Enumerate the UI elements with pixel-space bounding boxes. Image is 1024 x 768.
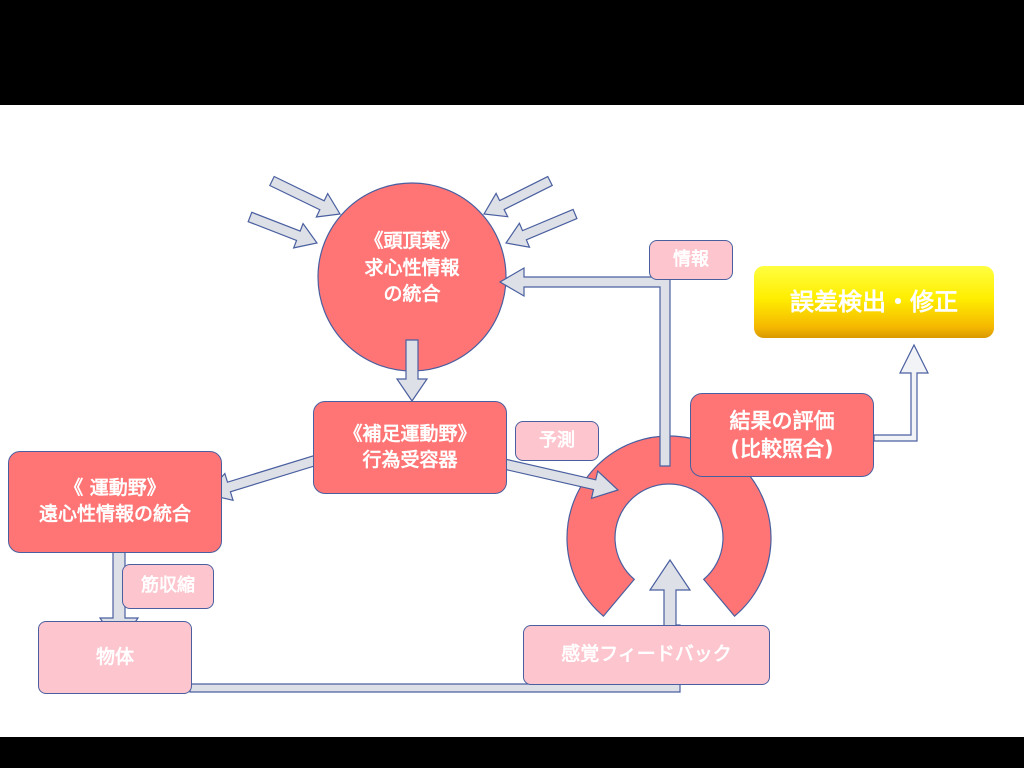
- sma-node: 《補足運動野》 行為受容器: [313, 401, 507, 494]
- sma-title: 《補足運動野》: [343, 422, 477, 445]
- sma-subtitle: 行為受容器: [362, 448, 458, 471]
- evaluation-node: 結果の評価 (比較照合): [690, 393, 874, 477]
- input-arrow-3: [483, 175, 554, 218]
- error-correction-text: 誤差検出・修正: [790, 287, 958, 316]
- motor-title: 《 運動野》: [64, 477, 166, 500]
- information-feedback-arrow: [498, 266, 671, 467]
- input-arrow-2: [247, 211, 319, 249]
- bottom-black-bar: [0, 737, 1024, 768]
- input-arrow-1: [269, 175, 341, 218]
- parietal-line3: の統合: [383, 283, 441, 306]
- prediction-text: 予測: [539, 429, 575, 451]
- muscle-text: 筋収縮: [141, 575, 195, 597]
- sensory-feedback-text: 感覚フィードバック: [561, 643, 732, 666]
- evaluation-title: 結果の評価: [729, 408, 835, 433]
- evaluation-subtitle: (比較照合): [730, 437, 834, 461]
- evaluation-to-error-arrow: [873, 343, 929, 442]
- parietal-line2: 求心性情報: [364, 256, 460, 279]
- parietal-to-sma-arrow: [395, 339, 429, 403]
- input-arrow-4: [504, 208, 578, 249]
- parietal-title: 《頭頂葉》: [364, 230, 460, 252]
- sensory-feedback-node: 感覚フィードバック: [523, 625, 770, 685]
- information-text: 情報: [673, 248, 709, 270]
- prediction-label: 予測: [515, 421, 599, 461]
- motor-node: 《 運動野》 遠心性情報の統合: [8, 451, 222, 553]
- muscle-label: 筋収縮: [122, 564, 214, 609]
- error-correction-node: 誤差検出・修正: [754, 266, 994, 338]
- object-node: 物体: [38, 621, 192, 694]
- information-label: 情報: [649, 240, 733, 280]
- top-black-bar: [0, 0, 1024, 105]
- object-text: 物体: [95, 645, 134, 668]
- feedback-to-comparator-arrow: [648, 558, 692, 627]
- motor-subtitle: 遠心性情報の統合: [38, 503, 191, 525]
- parietal-node: 《頭頂葉》 求心性情報 の統合: [318, 228, 506, 308]
